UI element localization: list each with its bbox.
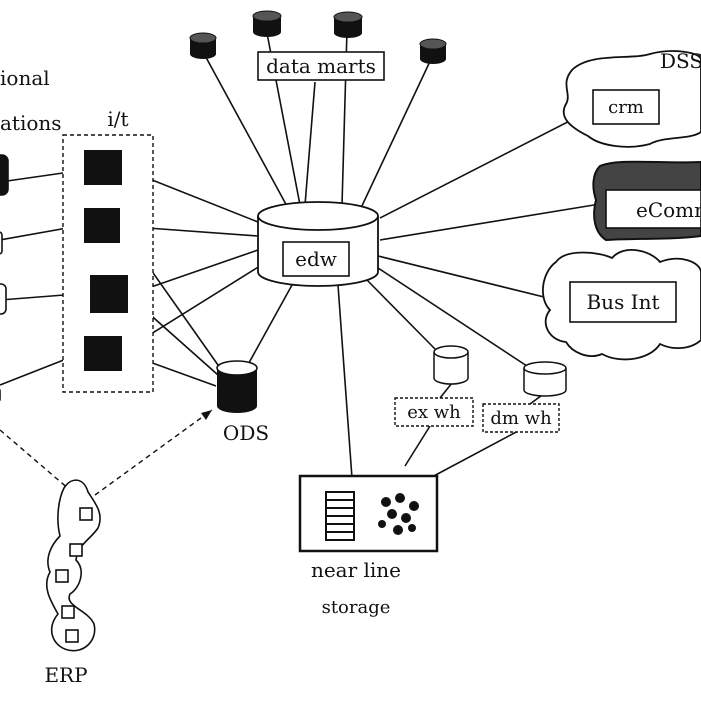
ex-wh-label: ex wh	[407, 402, 461, 423]
tape-cluster-icon	[378, 493, 419, 535]
disk-stack-icon	[325, 491, 355, 541]
dashed-connectors	[0, 409, 213, 496]
source-app	[0, 283, 7, 315]
data-mart-cylinder	[333, 11, 363, 38]
dss-label: DSS	[660, 49, 701, 73]
dm-wh-cylinder	[523, 361, 567, 397]
edw-label: edw	[295, 247, 337, 271]
crm-label: crm	[608, 97, 644, 118]
ecommerce-box: eComm	[592, 160, 701, 242]
data-marts-label: data marts	[266, 54, 376, 78]
dss-cloud: DSS crm	[562, 49, 701, 148]
data-mart-cylinder	[189, 32, 217, 59]
data-marts-box: data marts	[257, 51, 385, 81]
interface-module	[90, 275, 128, 313]
interface-module	[84, 336, 122, 371]
erp-label: ERP	[44, 663, 87, 687]
near-line-label: near line	[311, 558, 401, 582]
data-mart-cylinder	[419, 38, 447, 64]
erp-module	[55, 569, 69, 583]
operational-sources	[0, 154, 9, 402]
data-mart-cylinder	[252, 10, 282, 37]
bus-int-cloud: Bus Int	[542, 249, 701, 361]
ex-wh-cylinder	[433, 345, 469, 385]
data-mart-cylinders	[189, 10, 447, 64]
interface-label: i/t	[107, 107, 128, 131]
erp-cluster	[45, 479, 101, 652]
ex-wh-box: ex wh	[394, 397, 474, 427]
interface-module	[84, 150, 122, 185]
operational-label: ional	[0, 66, 50, 90]
bus-int-label: Bus Int	[586, 290, 659, 314]
near-line-storage-box	[298, 474, 439, 553]
source-app	[0, 154, 9, 196]
edw-cylinder: edw	[257, 201, 379, 287]
erp-module	[79, 507, 93, 521]
applications-label: ations	[0, 111, 62, 135]
ods-cylinder	[216, 360, 258, 413]
erp-module	[61, 605, 75, 619]
interface-module	[84, 208, 120, 243]
dm-wh-box: dm wh	[482, 403, 560, 433]
source-app	[0, 231, 3, 255]
erp-module	[65, 629, 79, 643]
ods-label: ODS	[223, 421, 269, 445]
dm-wh-label: dm wh	[490, 408, 552, 429]
ecommerce-label: eComm	[636, 198, 701, 222]
storage-label: storage	[322, 597, 391, 618]
erp-module	[69, 543, 83, 557]
interface-box	[62, 134, 154, 393]
